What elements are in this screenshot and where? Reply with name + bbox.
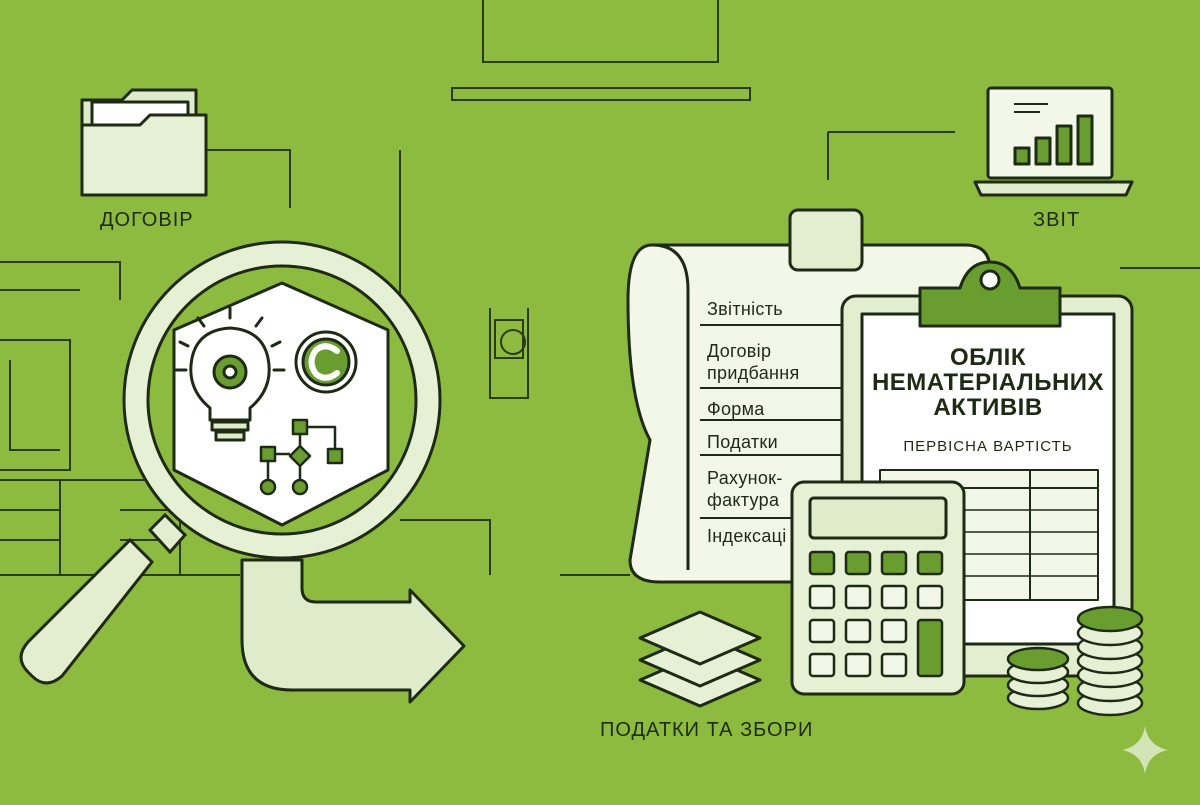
copyright-icon bbox=[294, 330, 358, 394]
clipboard-subtitle: ПЕРВІСНА ВАРТІСТЬ bbox=[903, 438, 1073, 455]
sparkle-icon bbox=[1122, 726, 1168, 774]
arrow-right-icon bbox=[240, 558, 466, 704]
list-item-invoice: Рахунок- фактура bbox=[707, 468, 783, 510]
folder-icon bbox=[80, 88, 208, 197]
list-item-taxes: Податки bbox=[707, 432, 778, 452]
report-label: ЗВІТ bbox=[1033, 209, 1081, 231]
list-item-indexation: Індексаці bbox=[707, 526, 787, 546]
taxes-fees-label: ПОДАТКИ ТА ЗБОРИ bbox=[600, 719, 814, 741]
list-item-reporting: Звітність bbox=[707, 299, 783, 319]
flowchart-icon bbox=[259, 418, 344, 496]
list-item-purchase-agreement: Договір придбання bbox=[707, 341, 800, 383]
list-item-form: Форма bbox=[707, 399, 765, 419]
layers-icon bbox=[638, 610, 762, 708]
calculator-icon bbox=[790, 480, 966, 696]
contract-label: ДОГОВІР bbox=[100, 209, 194, 231]
background-lines bbox=[0, 0, 1200, 576]
lightbulb-gear-icon bbox=[174, 306, 286, 442]
laptop-chart-icon bbox=[973, 86, 1134, 197]
clipboard-title: ОБЛІК НЕМАТЕРІАЛЬНИХ АКТИВІВ bbox=[871, 344, 1105, 421]
coins-icon bbox=[1006, 605, 1144, 717]
